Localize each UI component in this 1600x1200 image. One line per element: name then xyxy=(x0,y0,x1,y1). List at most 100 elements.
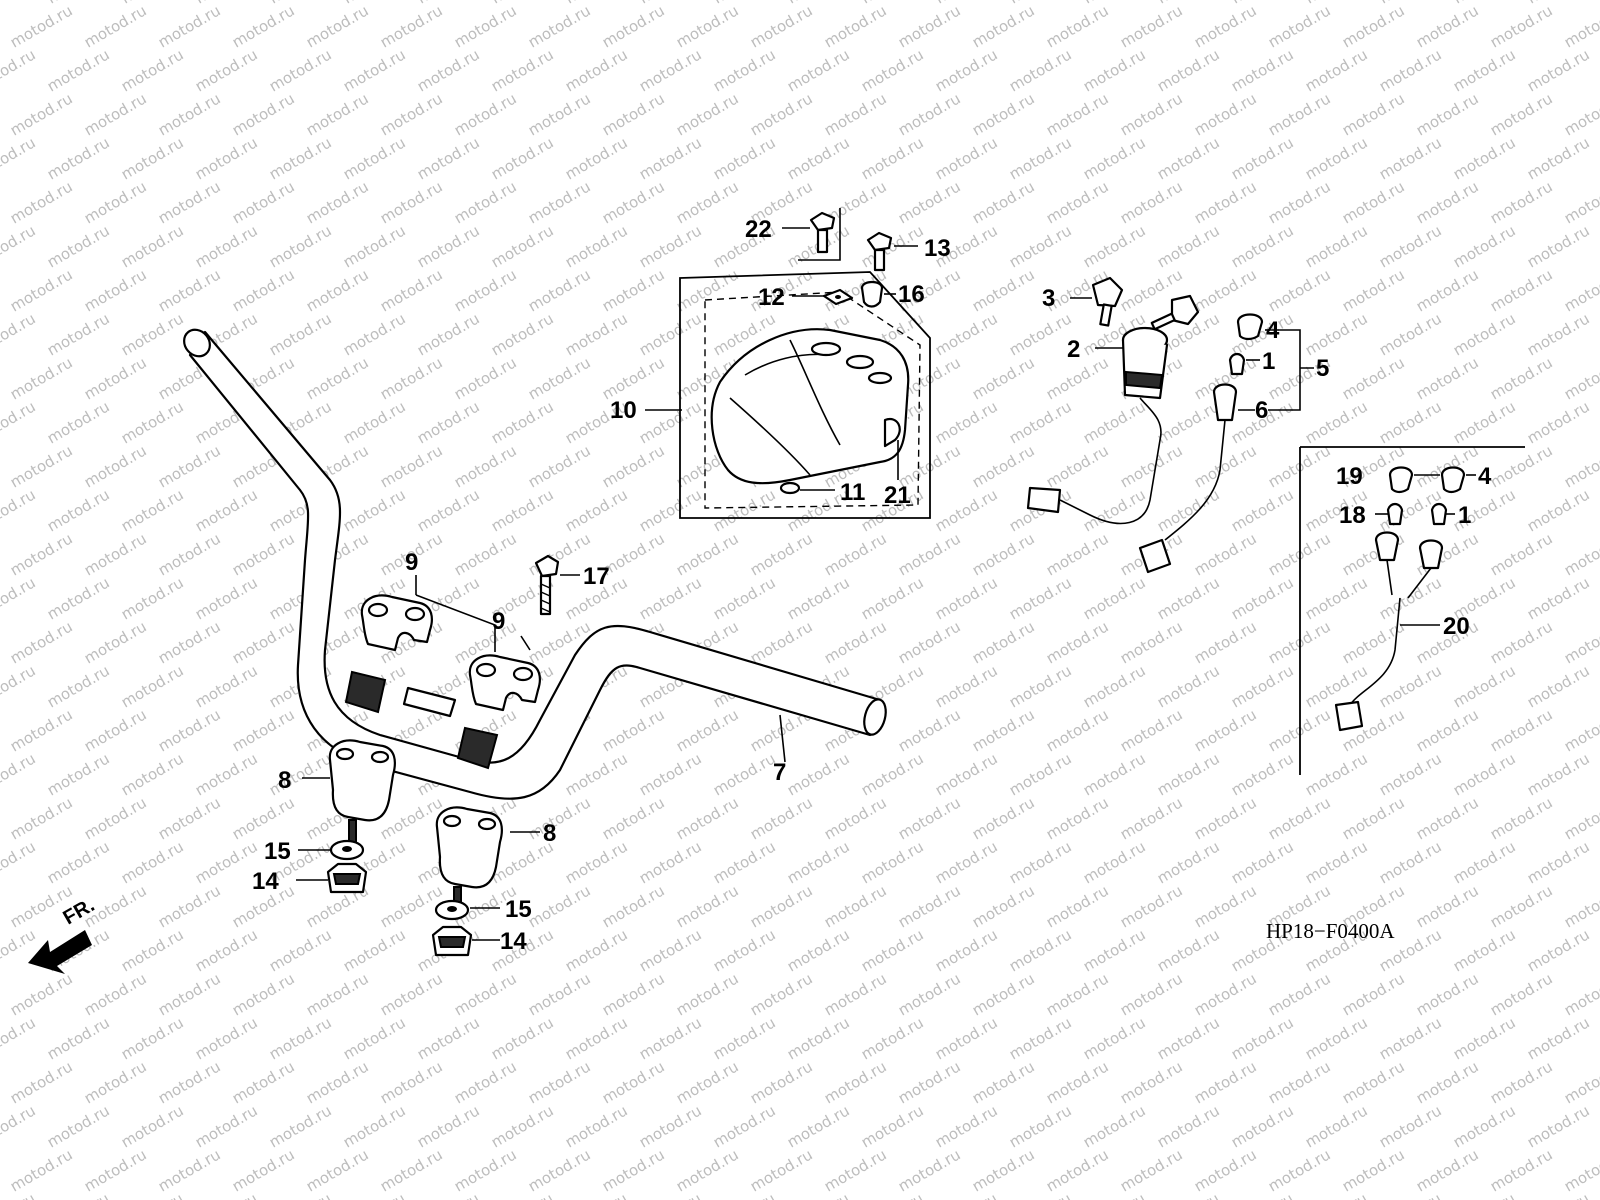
callout-10: 10 xyxy=(610,397,637,424)
watermark-text: motod.ru xyxy=(895,1145,964,1195)
watermark-text: motod.ru xyxy=(1524,485,1593,535)
watermark-text: motod.ru xyxy=(673,1,742,51)
watermark-text: motod.ru xyxy=(673,969,742,1019)
watermark-text: motod.ru xyxy=(562,45,631,95)
watermark-text: motod.ru xyxy=(1487,1,1556,51)
watermark-text: motod.ru xyxy=(525,1057,594,1107)
watermark-text: motod.ru xyxy=(1006,397,1075,447)
watermark-text: motod.ru xyxy=(784,1013,853,1063)
watermark-text: motod.ru xyxy=(1191,529,1260,579)
lower-holder-left xyxy=(328,739,396,843)
watermark-text: motod.ru xyxy=(266,0,335,7)
watermark-text: motod.ru xyxy=(1006,309,1075,359)
watermark-text: motod.ru xyxy=(1265,793,1334,843)
watermark-text: motod.ru xyxy=(488,133,557,183)
watermark-text: motod.ru xyxy=(1265,177,1334,227)
grommet-16 xyxy=(860,280,884,308)
watermark-text: motod.ru xyxy=(377,969,446,1019)
watermark-text: motod.ru xyxy=(192,1189,261,1200)
watermark-text: motod.ru xyxy=(192,837,261,887)
watermark-text: motod.ru xyxy=(525,265,594,315)
watermark-text: motod.ru xyxy=(303,1057,372,1107)
watermark-text: motod.ru xyxy=(1043,793,1112,843)
watermark-text: motod.ru xyxy=(0,617,2,667)
lamp-cap-4 xyxy=(1236,313,1264,341)
watermark-text: motod.ru xyxy=(1043,881,1112,931)
watermark-text: motod.ru xyxy=(1080,1013,1149,1063)
nut-11 xyxy=(779,481,801,495)
watermark-text: motod.ru xyxy=(451,353,520,403)
watermark-text: motod.ru xyxy=(784,0,853,7)
watermark-text: motod.ru xyxy=(599,881,668,931)
watermark-text: motod.ru xyxy=(1080,485,1149,535)
watermark-text: motod.ru xyxy=(266,45,335,95)
callout-15a: 15 xyxy=(264,838,291,865)
watermark-text: motod.ru xyxy=(1339,969,1408,1019)
watermark-text: motod.ru xyxy=(1117,1145,1186,1195)
watermark-text: motod.ru xyxy=(414,221,483,271)
watermark-text: motod.ru xyxy=(7,265,76,315)
watermark-text: motod.ru xyxy=(784,837,853,887)
watermark-text: motod.ru xyxy=(1524,397,1593,447)
watermark-text: motod.ru xyxy=(7,177,76,227)
watermark-text: motod.ru xyxy=(118,1013,187,1063)
callout-3: 3 xyxy=(1042,285,1055,312)
bulb-18 xyxy=(1386,502,1404,526)
watermark-text: motod.ru xyxy=(673,177,742,227)
socket-harness-20 xyxy=(1334,531,1444,732)
watermark-text: motod.ru xyxy=(229,793,298,843)
watermark-text: motod.ru xyxy=(192,221,261,271)
watermark-text: motod.ru xyxy=(636,45,705,95)
watermark-text: motod.ru xyxy=(1302,45,1371,95)
watermark-text: motod.ru xyxy=(932,0,1001,7)
watermark-text: motod.ru xyxy=(784,1101,853,1151)
watermark-text: motod.ru xyxy=(0,265,2,315)
watermark-text: motod.ru xyxy=(377,1057,446,1107)
watermark-text: motod.ru xyxy=(895,705,964,755)
callout-8a: 8 xyxy=(278,767,291,794)
watermark-text: motod.ru xyxy=(1413,1145,1482,1195)
watermark-text: motod.ru xyxy=(1191,793,1260,843)
watermark-text: motod.ru xyxy=(0,749,39,799)
watermark-text: motod.ru xyxy=(525,89,594,139)
watermark-text: motod.ru xyxy=(1302,1013,1371,1063)
watermark-text: motod.ru xyxy=(44,661,113,711)
watermark-text: motod.ru xyxy=(192,573,261,623)
watermark-text: motod.ru xyxy=(192,1101,261,1151)
watermark-text: motod.ru xyxy=(1154,1013,1223,1063)
watermark-text: motod.ru xyxy=(0,1101,39,1151)
watermark-text: motod.ru xyxy=(1228,45,1297,95)
lower-holder-right xyxy=(435,806,503,910)
watermark-text: motod.ru xyxy=(1154,221,1223,271)
watermark-text: motod.ru xyxy=(821,1145,890,1195)
callout-16: 16 xyxy=(898,281,925,308)
watermark-text: motod.ru xyxy=(747,1,816,51)
watermark-text: motod.ru xyxy=(340,1101,409,1151)
watermark-text: motod.ru xyxy=(784,925,853,975)
watermark-text: motod.ru xyxy=(1413,793,1482,843)
watermark-text: motod.ru xyxy=(1043,617,1112,667)
callout-14a: 14 xyxy=(252,868,279,895)
watermark-text: motod.ru xyxy=(0,793,2,843)
watermark-text: motod.ru xyxy=(710,837,779,887)
watermark-text: motod.ru xyxy=(81,1145,150,1195)
watermark-text: motod.ru xyxy=(1117,969,1186,1019)
watermark-text: motod.ru xyxy=(636,573,705,623)
watermark-text: motod.ru xyxy=(1006,837,1075,887)
watermark-text: motod.ru xyxy=(858,573,927,623)
watermark-text: motod.ru xyxy=(44,837,113,887)
callout-4b: 4 xyxy=(1478,463,1492,490)
watermark-text: motod.ru xyxy=(1450,1101,1519,1151)
watermark-text: motod.ru xyxy=(525,1145,594,1195)
watermark-text: motod.ru xyxy=(969,969,1038,1019)
watermark-text: motod.ru xyxy=(932,661,1001,711)
watermark-text: motod.ru xyxy=(747,1057,816,1107)
watermark-text: motod.ru xyxy=(340,309,409,359)
watermark-text: motod.ru xyxy=(710,749,779,799)
watermark-text: motod.ru xyxy=(673,89,742,139)
watermark-text: motod.ru xyxy=(932,309,1001,359)
watermark-text: motod.ru xyxy=(1524,45,1593,95)
watermark-text: motod.ru xyxy=(118,749,187,799)
watermark-text: motod.ru xyxy=(636,397,705,447)
callout-1: 1 xyxy=(1262,348,1275,375)
